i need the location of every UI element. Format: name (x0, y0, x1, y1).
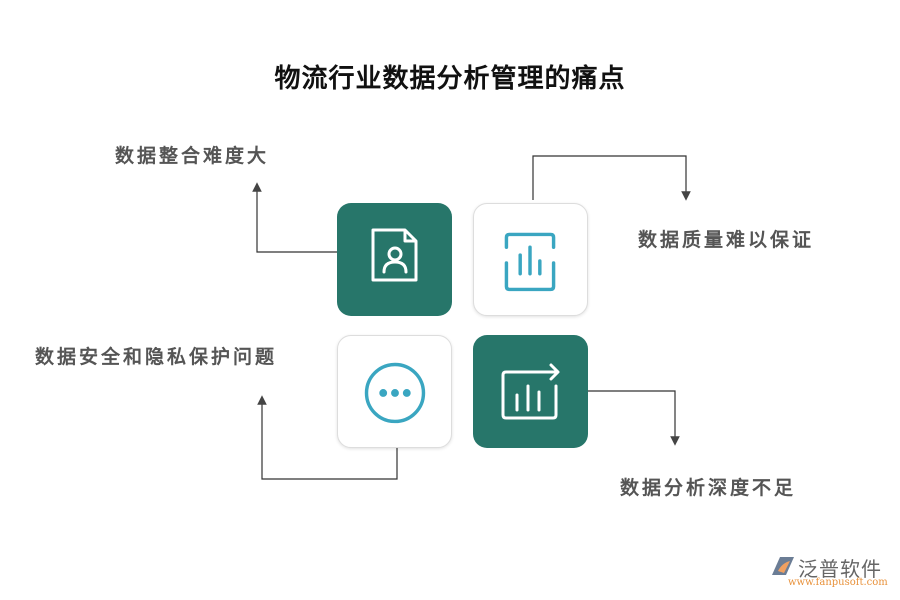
bar-chart-scan-icon (504, 232, 556, 292)
user-document-icon (371, 228, 418, 282)
page-title: 物流行业数据分析管理的痛点 (274, 64, 626, 94)
watermark-url: www.fanpusoft.com (788, 577, 888, 588)
chart-export-icon (501, 363, 560, 420)
pain-point-label-integration: 数据整合难度大 (115, 145, 270, 167)
tile-depth (473, 335, 588, 448)
tile-quality (473, 203, 588, 316)
pain-point-label-quality: 数据质量难以保证 (638, 229, 815, 251)
watermark-logo: 泛普软件 www.fanpusoft.com (770, 555, 895, 595)
tile-security (337, 335, 452, 448)
fanpu-logo-icon (772, 557, 794, 575)
pain-point-label-security: 数据安全和隐私保护问题 (35, 346, 278, 368)
more-dots-circle-icon (364, 362, 426, 424)
tile-integration (337, 203, 452, 316)
watermark-name: 泛普软件 (798, 557, 882, 581)
pain-point-label-depth: 数据分析深度不足 (620, 477, 797, 499)
